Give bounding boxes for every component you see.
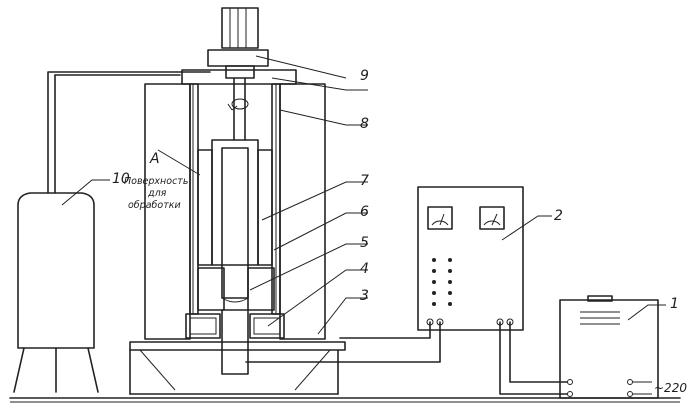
gas-cylinder bbox=[13, 74, 99, 393]
callout-numbers: 1 2 3 4 5 6 7 8 9 10 bbox=[112, 68, 679, 312]
indicator-dots bbox=[432, 258, 452, 306]
furnace-body bbox=[144, 83, 326, 340]
surface-label-line2: для bbox=[147, 188, 167, 199]
callout-5: 5 bbox=[360, 235, 369, 251]
control-cabinet bbox=[417, 186, 524, 331]
insulators bbox=[185, 313, 285, 339]
spacer-rings bbox=[197, 267, 275, 311]
mark-a: А bbox=[149, 151, 160, 167]
gas-pipe bbox=[47, 71, 211, 194]
callout-10: 10 bbox=[112, 171, 130, 187]
motor-drive bbox=[207, 7, 269, 79]
wiring bbox=[245, 321, 568, 395]
retort bbox=[189, 83, 281, 315]
callout-3: 3 bbox=[360, 288, 369, 304]
callout-6: 6 bbox=[360, 204, 369, 220]
callout-2: 2 bbox=[554, 208, 563, 224]
surface-annotation: А Поверхность для обработки bbox=[124, 151, 188, 211]
coil-element bbox=[197, 139, 273, 266]
callout-4: 4 bbox=[360, 261, 369, 277]
callout-1: 1 bbox=[670, 296, 679, 312]
callout-leaders bbox=[61, 55, 666, 335]
callout-8: 8 bbox=[360, 116, 369, 132]
top-cover bbox=[181, 69, 297, 85]
callout-9: 9 bbox=[360, 68, 369, 84]
base-stand bbox=[129, 309, 346, 395]
supply-voltage-label: ~220 bbox=[654, 381, 687, 395]
drive-shaft bbox=[227, 77, 249, 141]
surface-label-line1: Поверхность bbox=[124, 176, 188, 187]
callout-7: 7 bbox=[360, 173, 369, 189]
power-supply bbox=[559, 295, 659, 399]
workpiece bbox=[221, 147, 249, 303]
surface-label-line3: обработки bbox=[128, 200, 181, 211]
